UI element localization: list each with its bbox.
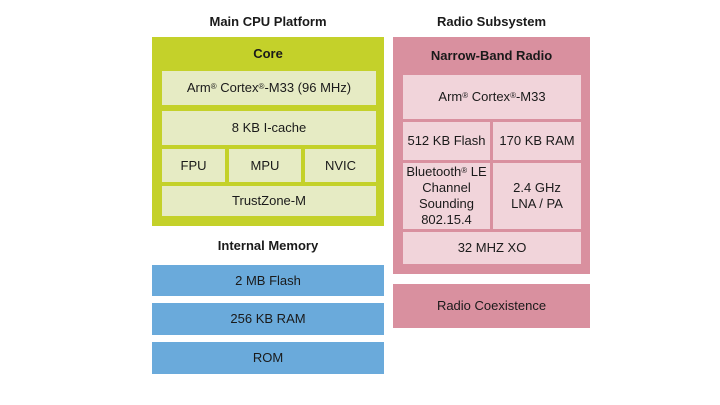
nvic-block: NVIC bbox=[305, 149, 376, 182]
crystal-oscillator-block: 32 MHZ XO bbox=[403, 232, 581, 264]
radio-cpu-label: Arm® Cortex®-M33 bbox=[438, 89, 546, 104]
radio-ram-block: 170 KB RAM bbox=[493, 122, 581, 160]
narrow-band-radio-title: Narrow-Band Radio bbox=[430, 48, 553, 63]
core-block: Core Arm® Cortex®-M33 (96 MHz) 8 KB I-ca… bbox=[152, 37, 384, 226]
memory-flash-block: 2 MB Flash bbox=[152, 265, 384, 296]
mpu-block: MPU bbox=[229, 149, 301, 182]
radio-subsystem-title: Radio Subsystem bbox=[436, 14, 547, 29]
memory-ram-block: 256 KB RAM bbox=[152, 303, 384, 335]
fpu-block: FPU bbox=[162, 149, 225, 182]
radio-coexistence-block: Radio Coexistence bbox=[393, 284, 590, 328]
protocol-802154: 802.15.4 bbox=[421, 212, 472, 227]
radio-flash-block: 512 KB Flash bbox=[403, 122, 490, 160]
cpu-label: Arm® Cortex®-M33 (96 MHz) bbox=[186, 80, 352, 95]
internal-memory-title: Internal Memory bbox=[217, 238, 319, 253]
radio-cpu-block: Arm® Cortex®-M33 bbox=[403, 75, 581, 119]
rf-frontend-block: 2.4 GHz LNA / PA bbox=[493, 163, 581, 229]
core-title: Core bbox=[253, 46, 283, 61]
narrow-band-radio-block: Narrow-Band Radio Arm® Cortex®-M33 512 K… bbox=[393, 37, 590, 274]
protocol-channel: Channel bbox=[422, 180, 471, 195]
protocols-block: Bluetooth® LE Channel Sounding 802.15.4 bbox=[403, 163, 490, 229]
cpu-cortex-m33-block: Arm® Cortex®-M33 (96 MHz) bbox=[162, 71, 376, 105]
protocol-sounding: Sounding bbox=[419, 196, 474, 211]
icache-block: 8 KB I-cache bbox=[162, 111, 376, 145]
memory-rom-block: ROM bbox=[152, 342, 384, 374]
protocol-bluetooth-le: Bluetooth® LE bbox=[406, 164, 487, 179]
main-cpu-platform-title: Main CPU Platform bbox=[209, 14, 327, 29]
rf-lna-pa: LNA / PA bbox=[511, 196, 563, 211]
trustzone-block: TrustZone-M bbox=[162, 186, 376, 216]
rf-frequency: 2.4 GHz bbox=[513, 180, 561, 195]
